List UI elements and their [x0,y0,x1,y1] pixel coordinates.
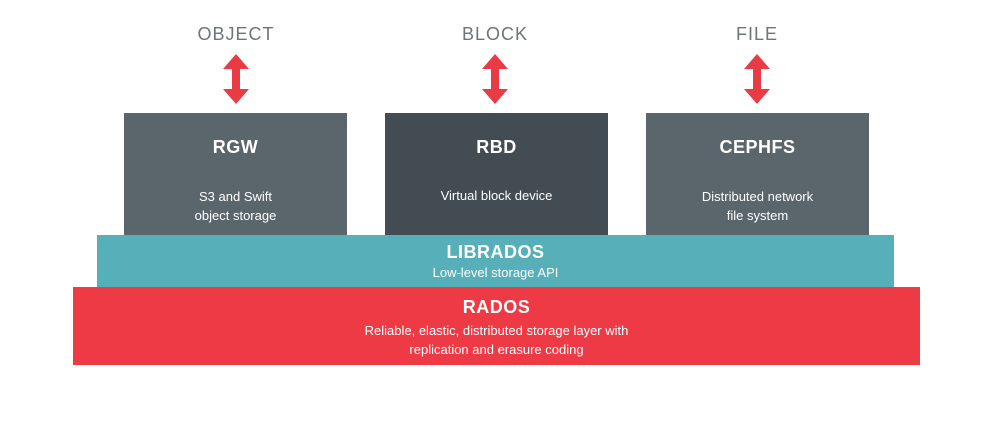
rbd-description: Virtual block device [440,188,553,203]
rados-description: Reliable, elastic, distributed storage l… [364,323,629,357]
rbd-title: RBD [476,137,517,157]
rgw-description: S3 and Swift object storage [194,189,277,223]
rgw-box: RGW S3 and Swift object storage [124,113,347,235]
rbd-box: RBD Virtual block device [385,113,608,235]
rados-layer: RADOS Reliable, elastic, distributed sto… [73,287,920,365]
librados-description: Low-level storage API [432,265,559,280]
librados-title: LIBRADOS [446,242,545,262]
cephfs-description: Distributed network file system [701,189,814,223]
double-arrow-icon [223,54,249,104]
interface-label-block: BLOCK [461,24,529,44]
librados-layer: LIBRADOS Low-level storage API [97,235,894,287]
rados-title: RADOS [462,297,531,317]
interface-label-object: OBJECT [197,24,275,44]
rgw-title: RGW [212,137,259,157]
double-arrow-icon [482,54,508,104]
cephfs-box: CEPHFS Distributed network file system [646,113,869,235]
interface-label-file: FILE [735,24,778,44]
double-arrow-icon [744,54,770,104]
cephfs-title: CEPHFS [719,137,796,157]
